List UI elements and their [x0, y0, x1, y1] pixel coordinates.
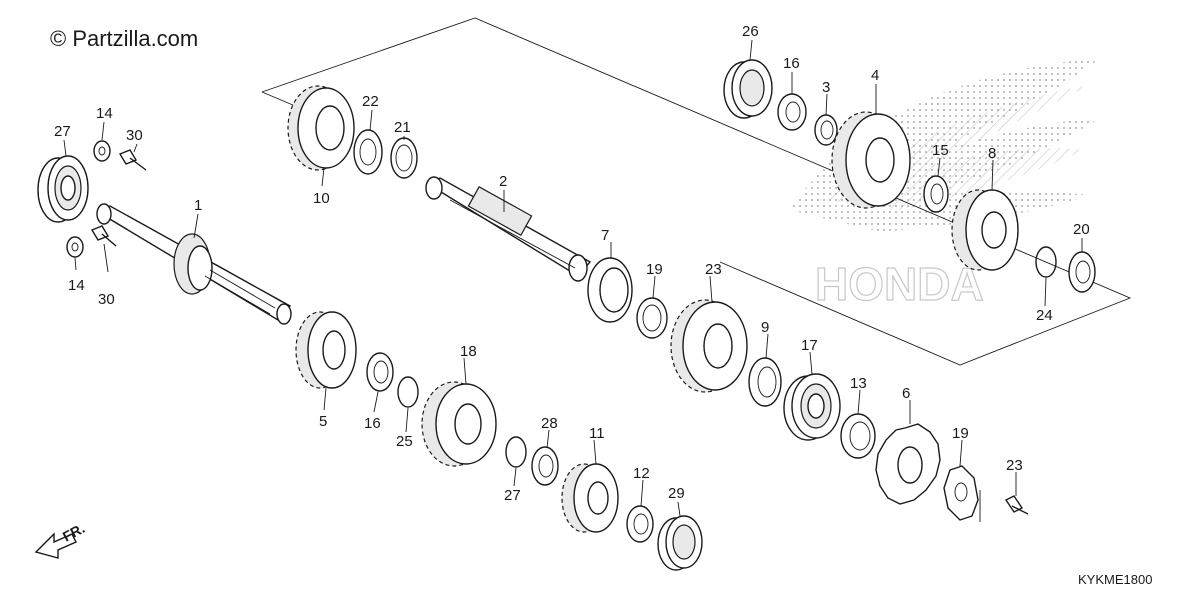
callout-22: 22	[362, 93, 379, 110]
callout-11: 6	[902, 385, 910, 402]
gear-6	[670, 299, 748, 393]
diagram-code: KYKME1800	[1078, 572, 1152, 587]
circlip-23-upper	[397, 376, 419, 408]
callout-7: 5	[319, 413, 327, 430]
callout-28: 13	[850, 375, 867, 392]
washer-14-upper	[93, 140, 111, 162]
callout-17: 7	[601, 227, 609, 244]
countershaft-2	[425, 176, 592, 282]
circlip-23-lower	[505, 436, 527, 468]
callout-6: 23	[705, 261, 722, 278]
callout-20: 20	[1073, 221, 1090, 238]
brand-letters-watermark: HONDA	[815, 258, 984, 310]
gear-7	[295, 311, 357, 389]
gear-8	[951, 189, 1019, 271]
washer-14-lower	[66, 236, 84, 258]
thrust-washer-17	[587, 257, 633, 323]
callout-8: 8	[988, 145, 996, 162]
leader-lines	[63, 39, 1083, 517]
assembly-outline-box	[261, 17, 1132, 366]
callout-18: 9	[761, 319, 769, 336]
washer-16-upper	[777, 93, 807, 131]
part-callouts: 27 14 30 14 30 1 10 22 21 2 7 19 23 9 17…	[54, 23, 1090, 504]
collar-3	[814, 114, 838, 146]
mainshaft-1	[96, 203, 292, 325]
bearing-26	[723, 59, 773, 119]
callout-30-lower: 30	[98, 291, 115, 308]
bearing-25	[657, 515, 703, 571]
callout-27-right: 17	[801, 337, 818, 354]
front-arrow-icon	[34, 532, 77, 559]
callout-12: 19	[952, 425, 969, 442]
callout-21: 21	[394, 119, 411, 136]
callout-14-lower: 14	[68, 277, 85, 294]
gear-4	[831, 111, 911, 209]
washer-19-lower	[531, 446, 559, 486]
bolt-29	[1004, 495, 1029, 515]
callout-25: 29	[668, 485, 685, 502]
callout-14-upper: 14	[96, 105, 113, 122]
callout-3: 3	[822, 79, 830, 96]
callout-2: 2	[499, 173, 507, 190]
sprocket-plate-12	[943, 465, 981, 522]
washer-18	[748, 357, 782, 407]
callout-16-upper: 16	[783, 55, 800, 72]
callout-30-upper: 30	[126, 127, 143, 144]
callout-24: 24	[1036, 307, 1053, 324]
callout-19-lower: 28	[541, 415, 558, 432]
callout-23-lower: 27	[504, 487, 521, 504]
callout-9: 18	[460, 343, 477, 360]
gear-9	[421, 381, 497, 467]
bearing-27-left	[37, 155, 89, 223]
washer-16-lower	[626, 505, 654, 543]
callout-19-upper: 16	[364, 415, 381, 432]
washer-15	[923, 175, 949, 213]
gear-10	[287, 85, 355, 171]
callout-13: 19	[646, 261, 663, 278]
washer-20	[1068, 251, 1096, 293]
callout-10: 10	[313, 190, 330, 207]
bolt-30-upper	[118, 149, 147, 171]
circlip-21	[390, 137, 418, 179]
circlip-24	[1035, 246, 1057, 278]
callout-15: 15	[932, 142, 949, 159]
callout-5: 11	[589, 425, 605, 442]
splined-washer-22	[353, 129, 383, 175]
oil-seal-28	[840, 413, 876, 459]
callout-29: 23	[1006, 457, 1023, 474]
callout-26: 26	[742, 23, 759, 40]
front-direction-indicator: FR.	[34, 520, 87, 559]
callout-16-lower: 12	[633, 465, 650, 482]
callout-27-left: 27	[54, 123, 71, 140]
watermark-text: © Partzilla.com	[50, 26, 198, 51]
callout-4: 4	[871, 67, 879, 84]
callout-1: 1	[194, 197, 202, 214]
bolt-30-lower	[90, 225, 117, 247]
gear-5	[561, 463, 619, 533]
bearing-27-right	[783, 373, 841, 441]
callout-23-upper: 25	[396, 433, 413, 450]
drive-sprocket-11	[875, 423, 941, 505]
bushing-13	[636, 297, 668, 339]
washer-19-upper	[366, 352, 394, 392]
